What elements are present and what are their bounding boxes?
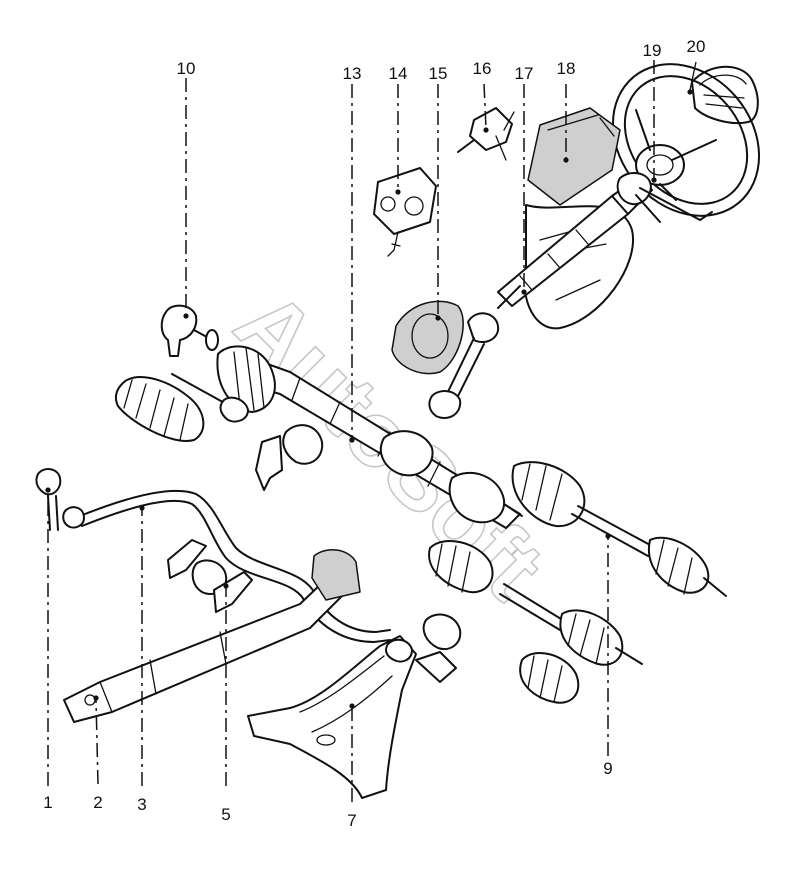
- stabilizer-link-part: [35, 468, 85, 531]
- cv-boot-left: [428, 539, 494, 594]
- cv-boot-right: [519, 651, 580, 704]
- callout-7: 7: [347, 811, 356, 830]
- callout-20: 20: [687, 37, 706, 56]
- lower-control-arm-part: [247, 635, 417, 799]
- bulkhead-seal-part: [391, 300, 464, 375]
- leader-lines: [45, 60, 697, 802]
- intermediate-shaft: [428, 285, 521, 419]
- callout-16: 16: [473, 59, 492, 78]
- steering-column-shaft: [497, 172, 713, 307]
- rack-mount-bushing: [255, 424, 324, 491]
- callout-10: 10: [177, 59, 196, 78]
- steering-rack-housing-part: [225, 351, 523, 529]
- callout-1: 1: [43, 793, 52, 812]
- subframe-crossmember-part: [63, 549, 361, 723]
- callout-19: 19: [643, 41, 662, 60]
- callout-18: 18: [557, 59, 576, 78]
- clamp-bushing-part: [167, 539, 253, 613]
- callout-14: 14: [389, 64, 408, 83]
- ignition-lock-housing-part: [373, 167, 437, 257]
- rack-bellows-left: [216, 345, 276, 413]
- airbag-cover-part: [691, 65, 759, 124]
- lock-cylinder-part: [457, 107, 515, 161]
- drive-shaft-lower: [499, 583, 643, 666]
- inner-tie-rod-part: [171, 373, 249, 423]
- callout-9: 9: [603, 759, 612, 778]
- callout-13: 13: [343, 64, 362, 83]
- tie-rod-end-part: [160, 304, 219, 357]
- control-arm-bushing: [385, 613, 462, 683]
- column-cover-part: [523, 107, 635, 330]
- rack-boot-part: [114, 376, 205, 442]
- callout-2: 2: [93, 793, 102, 812]
- callout-3: 3: [137, 795, 146, 814]
- stabilizer-bar-part: [79, 489, 391, 643]
- callout-5: 5: [221, 805, 230, 824]
- callout-17: 17: [515, 64, 534, 83]
- callout-15: 15: [429, 64, 448, 83]
